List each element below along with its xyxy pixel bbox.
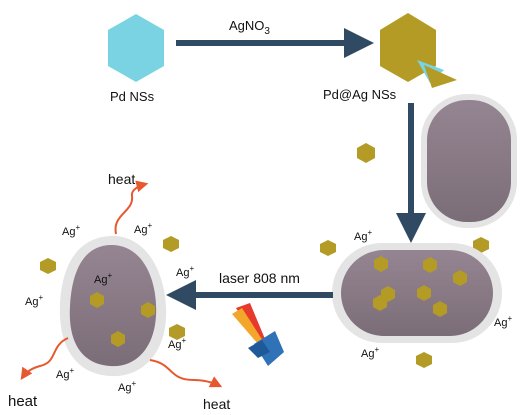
internal-nanosheet [374,256,388,272]
cell-left [69,244,157,367]
ag-ion: Ag+ [134,221,152,236]
internal-nanosheet [453,270,467,286]
heat-label-left: heat [8,393,38,410]
internal-nanosheet [373,295,387,311]
internal-nanosheet [90,292,104,308]
free-nanosheet [163,236,179,252]
free-nanosheet [473,237,489,253]
internal-nanosheet [417,285,431,301]
laser-body [254,331,284,366]
free-nanosheet [40,258,56,274]
ag-ion: Ag+ [118,379,136,394]
free-nanosheet [416,352,432,368]
ag-ion: Ag+ [494,314,512,329]
ag-ion: Ag+ [62,223,80,238]
laser-pointer-icon [232,303,284,366]
ag-ion: Ag+ [25,293,43,308]
heat-label-right: heat [203,396,230,412]
internal-nanosheet [423,257,437,273]
heat-arrow-right [149,359,223,388]
heat-arrow-left [20,337,69,380]
free-nanosheet [320,240,336,256]
internal-nanosheet [141,302,155,318]
free-nanosheet [169,324,185,340]
cell-upper-right [427,100,511,222]
internal-nanosheet [433,301,447,317]
ag-ion: Ag+ [168,336,186,351]
ag-ion: Ag+ [56,366,74,381]
heat-label-top: heat [108,171,135,187]
ag-ion: Ag+ [361,345,379,360]
internal-nanosheet [111,331,125,347]
pd-ag-ns-label: Pd@Ag NSs [323,87,397,102]
pd-ns-label: Pd NSs [110,89,155,104]
pd-ns-hexagon [108,14,164,82]
heat-arrow-top [114,180,149,235]
laser-label: laser 808 nm [219,270,300,286]
pd-ag-ns-gold-tip [424,65,457,88]
agno3-label: AgNO3 [229,18,270,37]
agno3-subscript: 3 [264,26,270,37]
ag-ion: Ag+ [94,271,112,286]
ag-ion: Ag+ [354,228,372,243]
ag-ion: Ag+ [176,264,194,279]
free-nanosheet [357,143,375,163]
